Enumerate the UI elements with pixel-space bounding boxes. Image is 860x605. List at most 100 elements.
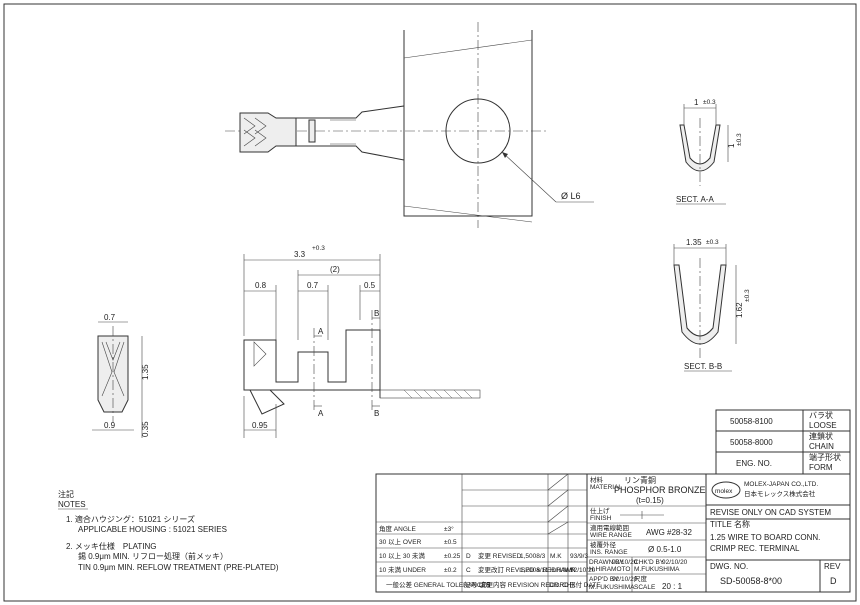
tol-r1-label: 30 以上 OVER — [379, 537, 422, 546]
end-height-dim: 1.35 — [141, 364, 150, 380]
sect-mark-a-top: A — [318, 327, 324, 336]
ins-label-jp: 被覆外径 — [590, 540, 617, 549]
rev-1-desc: 変更 REVISED — [478, 551, 522, 560]
section-aa: 1 ±0.3 1 ±0.3 SECT. A-A — [676, 98, 743, 205]
material-jp: リン青銅 — [624, 475, 656, 485]
drawn-date: 92/10/20 — [612, 559, 638, 566]
part-row-1-no: 50058-8100 — [730, 417, 773, 426]
rev-head-by: DR. CHK — [549, 582, 576, 589]
drawn-by: H.HIRAMOTO — [589, 566, 630, 573]
phi-dim: Ø L6 — [561, 191, 581, 201]
drawn-label: DRAWN BY — [589, 559, 624, 566]
secA-width: 1 — [694, 98, 699, 107]
molex-logo-text: molex — [715, 488, 733, 495]
note-1: APPLICABLE HOUSING : 51021 SERIES — [78, 525, 227, 534]
rev-head-date: 日付 DATE — [569, 580, 601, 589]
company-name-jp: 日本モレックス株式会社 — [744, 489, 816, 498]
appd-label: APP'D BY — [589, 576, 619, 583]
part-table: 50058-8100 バラ状 LOOSE 50058-8000 連鎖状 CHAI… — [715, 409, 851, 475]
tol-r2: ±0.25 — [444, 553, 461, 560]
dim-0-7: 0.7 — [307, 281, 319, 290]
rev-label: REV — [824, 562, 841, 571]
overall-tol: +0.3 — [312, 245, 325, 252]
rev-2-desc: 変更改訂 REVISED & REDRAWN — [478, 565, 576, 574]
part-row-1-type-jp: バラ状 — [809, 410, 833, 420]
material-thickness: (t=0.15) — [636, 496, 664, 505]
molex-logo — [711, 481, 741, 499]
secB-width-tol: ±0.3 — [706, 239, 719, 246]
rev-value: D — [830, 576, 837, 586]
part-row-1-type: LOOSE — [809, 421, 837, 430]
rev-head-desc: 変更内容 REVISION RECORD — [480, 580, 569, 589]
overall-len: 3.3 — [294, 250, 306, 259]
material: PHOSPHOR BRONZE — [614, 485, 706, 495]
title-line-2: CRIMP REC. TERMINAL — [710, 544, 800, 553]
secB-height: 1.62 — [735, 302, 744, 318]
part-head-type: FORM — [809, 463, 833, 472]
end-bottom-dim: 0.35 — [141, 421, 150, 437]
rev-1-ltr: D — [466, 553, 471, 560]
note-2-jp: 2. メッキ仕様 PLATING — [66, 541, 157, 551]
tol-r3-label: 10 未満 UNDER — [379, 565, 426, 574]
secA-height-tol: ±0.3 — [736, 133, 743, 146]
part-head-type-jp: 端子形状 — [809, 452, 841, 462]
scale-label-jp: 尺度 — [634, 574, 648, 583]
secB-width: 1.35 — [686, 238, 702, 247]
part-row-2-type-jp: 連鎖状 — [809, 431, 833, 441]
wire-range: AWG #28-32 — [646, 528, 692, 537]
chkd-label: CHK'D BY — [634, 559, 665, 566]
dwg-label: DWG. NO. — [710, 562, 748, 571]
appd-by: M.FUKUSHIMA — [589, 584, 635, 591]
finish-label-jp: 仕上げ — [590, 506, 610, 515]
appd-date: 92/10/20 — [612, 576, 638, 583]
tol-footer: 一般公差 GENERAL TOLERANCES — [386, 580, 491, 589]
cad-note: REVISE ONLY ON CAD SYSTEM — [710, 508, 831, 517]
rev-head-ltr: 記号 LTR — [464, 580, 491, 589]
notes: 注記 NOTES 1. 適合ハウジング：51021 シリーズ APPLICABL… — [58, 489, 279, 572]
chkd-date: 92/10/20 — [662, 559, 688, 566]
dim-0-5: 0.5 — [364, 281, 376, 290]
ins-range: Ø 0.5-1.0 — [648, 545, 682, 554]
sect-mark-b-bottom: B — [374, 409, 379, 418]
notes-title: NOTES — [58, 500, 86, 509]
tol-r2-label: 10 以上 30 未満 — [379, 551, 425, 560]
rev-2-rec: 1,2008/11 — [520, 567, 549, 574]
finish-label: FINISH — [590, 515, 612, 522]
tol-r3: ±0.2 — [444, 567, 457, 574]
rev-1-by: M.K — [550, 553, 562, 560]
rev-2-ltr: C — [466, 567, 471, 574]
material-label-jp: 材料 — [590, 475, 604, 484]
end-view: 0.7 0.9 1.35 0.35 — [92, 313, 150, 438]
secB-height-tol: ±0.3 — [744, 289, 751, 302]
sect-mark-a-bottom: A — [318, 409, 324, 418]
dwg-number: SD-50058-8*00 — [720, 576, 782, 586]
secA-height: 1 — [727, 143, 736, 148]
ins-label: INS. RANGE — [590, 549, 628, 556]
secB-title: SECT. B-B — [684, 362, 722, 371]
inner-len: (2) — [330, 265, 340, 274]
end-top-dim: 0.7 — [104, 313, 116, 322]
wire-label: WIRE RANGE — [590, 532, 633, 539]
dim-0-95: 0.95 — [252, 421, 268, 430]
rev-2-date: 92/10/20 — [570, 567, 596, 574]
scale-label: SCALE — [634, 584, 656, 591]
sect-mark-b-top: B — [374, 309, 379, 318]
secA-title: SECT. A-A — [676, 195, 714, 204]
wire-label-jp: 適用電線範囲 — [590, 523, 629, 532]
material-label: MATERIAL — [590, 484, 622, 491]
sheet-border — [3, 3, 857, 602]
section-bb: 1.35 ±0.3 1.62 ±0.3 SECT. B-B — [673, 238, 751, 372]
tol-angle-label: 角度 ANGLE — [379, 524, 417, 533]
title-block: 角度 ANGLE ±3° 30 以上 OVER ±0.5 10 以上 30 未満… — [375, 473, 851, 593]
part-row-2-no: 50058-8000 — [730, 438, 773, 447]
note-2a: 錫 0.9μm MIN. リフロー処理（前メッキ） — [78, 551, 228, 561]
tol-angle: ±3° — [444, 525, 454, 533]
rev-2-by: H.H/M.F — [550, 567, 574, 574]
dim-0-8: 0.8 — [255, 281, 267, 290]
part-head-no: ENG. NO. — [736, 459, 772, 468]
tol-r1: ±0.5 — [444, 539, 457, 546]
company-name: MOLEX-JAPAN CO.,LTD. — [744, 481, 818, 488]
secA-width-tol: ±0.3 — [703, 99, 716, 106]
part-row-2-type: CHAIN — [809, 442, 834, 451]
end-width-dim: 0.9 — [104, 421, 116, 430]
